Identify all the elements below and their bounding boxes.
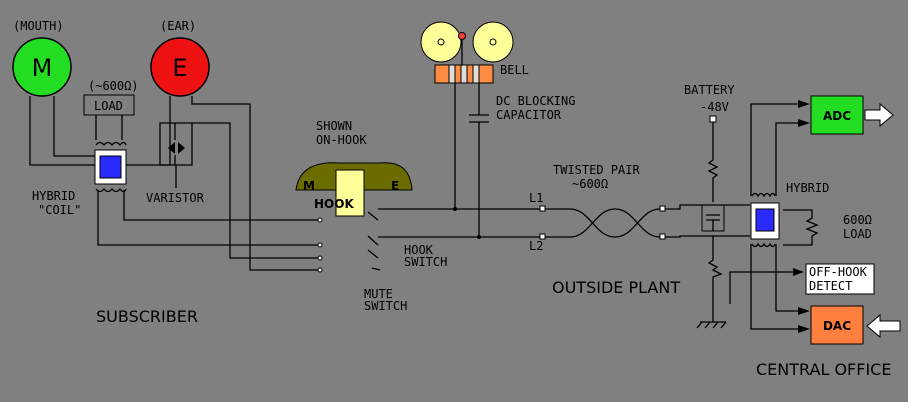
dac-box [810, 305, 864, 345]
mouth-letter: M [32, 54, 53, 82]
dc-blocking-label-2: CAPACITOR [496, 108, 562, 122]
hybrid-left-label-2: "COIL" [38, 203, 81, 217]
co-wire-dac-1 [750, 244, 808, 330]
co-wire-adc-2 [775, 122, 798, 196]
mouth-microphone-icon [12, 37, 72, 97]
ear-wire-1 [125, 96, 171, 166]
arrow-dac-1 [798, 307, 810, 315]
battery-label: BATTERY [684, 83, 735, 97]
twisted-pair-label-1: TWISTED PAIR [553, 163, 640, 177]
arrow-dac-2 [798, 325, 810, 333]
dac-label: DAC [823, 319, 851, 333]
offhook-detect-box [805, 263, 875, 295]
ear-label: (EAR) [160, 19, 196, 33]
junction-l1 [453, 207, 457, 211]
mute-switch-label-1: MUTE [364, 287, 393, 301]
co-wire-adc-1 [750, 103, 798, 196]
subscriber-label: SUBSCRIBER [96, 307, 198, 326]
arrow-adc-2 [798, 119, 810, 127]
mute-wire [192, 122, 320, 259]
twisted-pair-label-2: ~600Ω [572, 177, 608, 191]
mouth-wire-1 [29, 96, 96, 166]
adc-label: ADC [823, 109, 851, 123]
load-left-value: (~600Ω) [88, 79, 139, 93]
load-left-label: LOAD [94, 99, 123, 113]
hook-label: HOOK [314, 197, 354, 211]
ear-receiver-icon [150, 37, 210, 97]
hybrid-line-l2 [97, 190, 320, 246]
ear-wire-2 [191, 96, 320, 271]
handset-icon [295, 162, 413, 217]
battery-circuit-icon [665, 115, 750, 329]
hook-switch-label-1: HOOK [404, 243, 434, 257]
battery-voltage: -48V [700, 100, 729, 114]
bell-wires [454, 83, 489, 237]
load-right-label: LOAD [843, 227, 872, 241]
load-left-leads [95, 115, 123, 140]
dac-input-arrow-icon [866, 313, 901, 339]
arrow-offhook [793, 268, 804, 276]
l2-label: L2 [529, 239, 543, 253]
hybrid-left-label-1: HYBRID [32, 189, 75, 203]
load-right-value: 600Ω [843, 213, 872, 227]
shown-label-2: ON-HOOK [316, 133, 367, 147]
varistor-icon [159, 122, 193, 166]
varistor-label: VARISTOR [146, 191, 205, 205]
mute-switch-label-2: SWITCH [364, 299, 407, 313]
twisted-pair-icon [539, 205, 666, 240]
load-right-resistor-icon [783, 209, 819, 246]
hybrid-right-label: HYBRID [786, 181, 829, 195]
ear-letter: E [172, 54, 187, 82]
hybrid-coil-left-icon [94, 141, 127, 193]
load-left-box [83, 94, 135, 116]
offhook-label-2: DETECT [809, 279, 852, 293]
adc-output-arrow-icon [864, 102, 894, 128]
shown-label-1: SHOWN [316, 119, 352, 133]
hybrid-coil-right-icon [750, 192, 780, 248]
hook-switch-label-2: SWITCH [404, 255, 447, 269]
offhook-label-1: OFF-HOOK [809, 265, 868, 279]
hook-switch-icon [317, 208, 540, 273]
handset-e: E [391, 179, 399, 193]
outside-plant-label: OUTSIDE PLANT [552, 278, 680, 297]
junction-l2 [477, 235, 481, 239]
arrow-adc-1 [798, 100, 810, 108]
adc-box [810, 95, 864, 135]
handset-m: M [303, 179, 315, 193]
co-wire-dac-2 [775, 244, 808, 312]
l1-label: L1 [529, 191, 543, 205]
central-office-label: CENTRAL OFFICE [756, 360, 891, 379]
offhook-wire [729, 271, 798, 304]
mouth-label: (MOUTH) [13, 19, 64, 33]
bell-label: BELL [500, 63, 529, 77]
bell-icon [420, 21, 514, 84]
hybrid-line-l1 [123, 190, 320, 221]
mouth-wire-2 [53, 96, 96, 157]
dc-blocking-label-1: DC BLOCKING [496, 94, 575, 108]
